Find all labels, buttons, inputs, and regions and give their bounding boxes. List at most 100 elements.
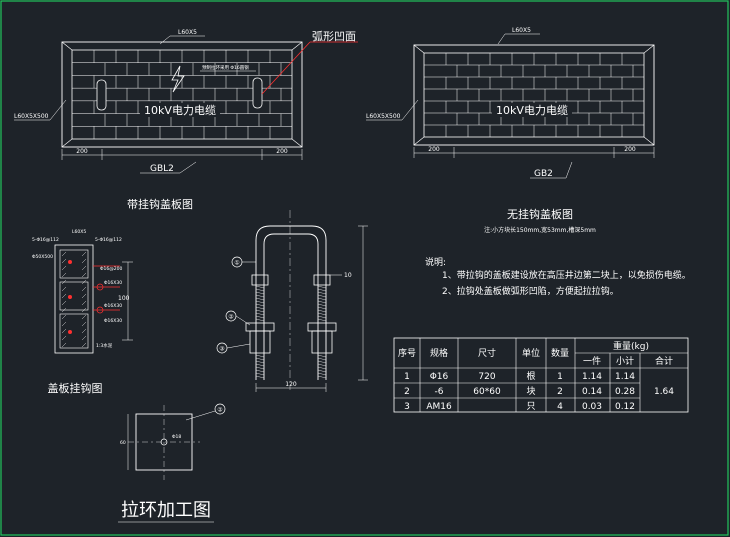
pattern-stroke xyxy=(61,300,67,306)
section-cell xyxy=(59,281,89,311)
top-label-leader xyxy=(159,35,171,45)
panel2-corner xyxy=(643,136,655,146)
table-header: 单位 xyxy=(522,347,540,359)
marker-circle xyxy=(214,403,226,415)
pattern-stroke xyxy=(81,251,87,257)
panel2-tag: GB2 xyxy=(534,169,553,179)
pattern-stroke xyxy=(255,309,265,313)
dim-right: 200 xyxy=(276,148,288,155)
cable-label: 10kV电力电缆 xyxy=(144,104,216,117)
pattern-stroke xyxy=(255,300,265,304)
left-label-leader xyxy=(49,99,67,121)
table-header: 序号 xyxy=(398,347,416,359)
table-cell: 0.14 xyxy=(582,387,602,397)
table-cell: 2 xyxy=(404,387,410,397)
panel-no-hook: 10kV电力电缆 L60X5 L60X5X500 200 200 GB2 无挂钩… xyxy=(366,27,655,234)
pattern-stroke xyxy=(317,369,327,373)
pattern-stroke xyxy=(61,265,67,271)
section-label: Φ50X500 xyxy=(32,254,53,260)
pattern-stroke xyxy=(317,312,327,316)
pattern-stroke xyxy=(81,272,87,278)
pattern-stroke xyxy=(317,306,327,310)
pattern-stroke xyxy=(255,363,265,367)
table-subheader: 小计 xyxy=(616,355,634,367)
panel1-corner xyxy=(291,41,303,51)
arc-leader xyxy=(261,41,311,95)
panel1-tag: GBL2 xyxy=(150,164,174,174)
washer xyxy=(245,322,275,332)
table-cell: 4 xyxy=(557,402,563,412)
pattern-stroke xyxy=(81,328,87,334)
table-header: 规格 xyxy=(430,347,448,359)
panel2-corner xyxy=(413,44,425,54)
pattern-stroke xyxy=(317,360,327,364)
table-cell: 只 xyxy=(526,402,535,412)
hook-note: 预制拉环采用 Φ16圆钢 xyxy=(202,64,249,71)
u-bolt-detail: 120 10 ① ② ③ xyxy=(216,210,368,392)
table-cell: 0.12 xyxy=(615,402,635,412)
table-cell: 3 xyxy=(404,402,410,412)
note-item: 2、拉钩处盖板做弧形凹陷，方便起拉拉钩。 xyxy=(442,285,619,297)
table-cell: AM16 xyxy=(426,402,452,412)
section-label: Φ16X30 xyxy=(104,280,122,286)
section-label: Φ16@200 xyxy=(100,266,122,272)
pattern-stroke xyxy=(255,369,265,373)
pattern-stroke xyxy=(61,335,67,341)
table-subheader: 合计 xyxy=(655,355,673,367)
plate-dim: 60 xyxy=(120,440,126,446)
pattern-stroke xyxy=(255,318,265,322)
pattern-stroke xyxy=(317,288,327,292)
note-item: 1、带拉钩的盖板建设放在高压井边第二块上，以免损伤电缆。 xyxy=(442,269,691,281)
panel2-corner xyxy=(413,136,425,146)
section-caption: 盖板挂钩图 xyxy=(48,381,103,395)
table-header: 尺寸 xyxy=(478,347,496,359)
pattern-stroke xyxy=(317,354,327,358)
ubolt-dim-bottom: 120 xyxy=(285,381,297,388)
pattern-stroke xyxy=(255,312,265,316)
table-cell: 块 xyxy=(526,385,535,397)
pattern-stroke xyxy=(317,303,327,307)
panel1-caption: 带挂钩盖板图 xyxy=(127,197,193,211)
dim-left: 200 xyxy=(428,146,440,153)
marker-leader xyxy=(235,315,251,326)
marker-3: ③ xyxy=(219,346,224,353)
table-cell: 1 xyxy=(557,372,563,382)
pattern-stroke xyxy=(81,279,87,285)
pattern-stroke xyxy=(255,366,265,370)
table-cell: 2 xyxy=(557,387,563,397)
nut xyxy=(249,330,271,354)
pattern-stroke xyxy=(317,300,327,304)
panel2-note: 注:小方块长150mm,宽53mm,槽深5mm xyxy=(484,226,596,234)
table-cell: 根 xyxy=(526,370,535,382)
left-label-leader xyxy=(401,99,419,121)
pattern-stroke xyxy=(61,279,67,285)
pattern-stroke xyxy=(81,335,87,341)
table-header: 数量 xyxy=(551,347,569,359)
thread-pattern xyxy=(255,285,327,379)
notes: 说明: 1、带拉钩的盖板建设放在高压井边第二块上，以免损伤电缆。 2、拉钩处盖板… xyxy=(425,256,691,297)
table-outline xyxy=(393,337,689,413)
panel1-corner xyxy=(61,41,73,51)
section-cell xyxy=(59,249,89,279)
top-label-leader xyxy=(497,33,506,45)
section-detail: 100 5-Φ16@112 L60X5 Φ50X500 5-Φ16@112 Φ1… xyxy=(32,229,133,395)
panel-with-hook: 10kV电力电缆 L60X5 L60X5X500 预制拉环采用 Φ16圆钢 弧形… xyxy=(14,29,358,211)
cable-label-box xyxy=(140,103,220,117)
table-cell: -6 xyxy=(435,387,444,397)
section-label: 1:3水泥 xyxy=(96,342,113,349)
nut xyxy=(311,330,333,354)
u-bolt-outer xyxy=(255,225,327,380)
tag-leader xyxy=(565,161,573,179)
panel1-corner xyxy=(61,138,73,148)
pattern-stroke xyxy=(317,363,327,367)
table-cell: 1.14 xyxy=(615,372,635,382)
pattern-stroke xyxy=(61,272,67,278)
washer xyxy=(251,274,269,286)
pattern-stroke xyxy=(61,342,67,348)
left-label: L60X5X500 xyxy=(14,113,49,120)
pattern-stroke xyxy=(255,297,265,301)
pattern-stroke xyxy=(255,285,265,289)
pattern-stroke xyxy=(317,294,327,298)
panel2-corner xyxy=(643,44,655,54)
